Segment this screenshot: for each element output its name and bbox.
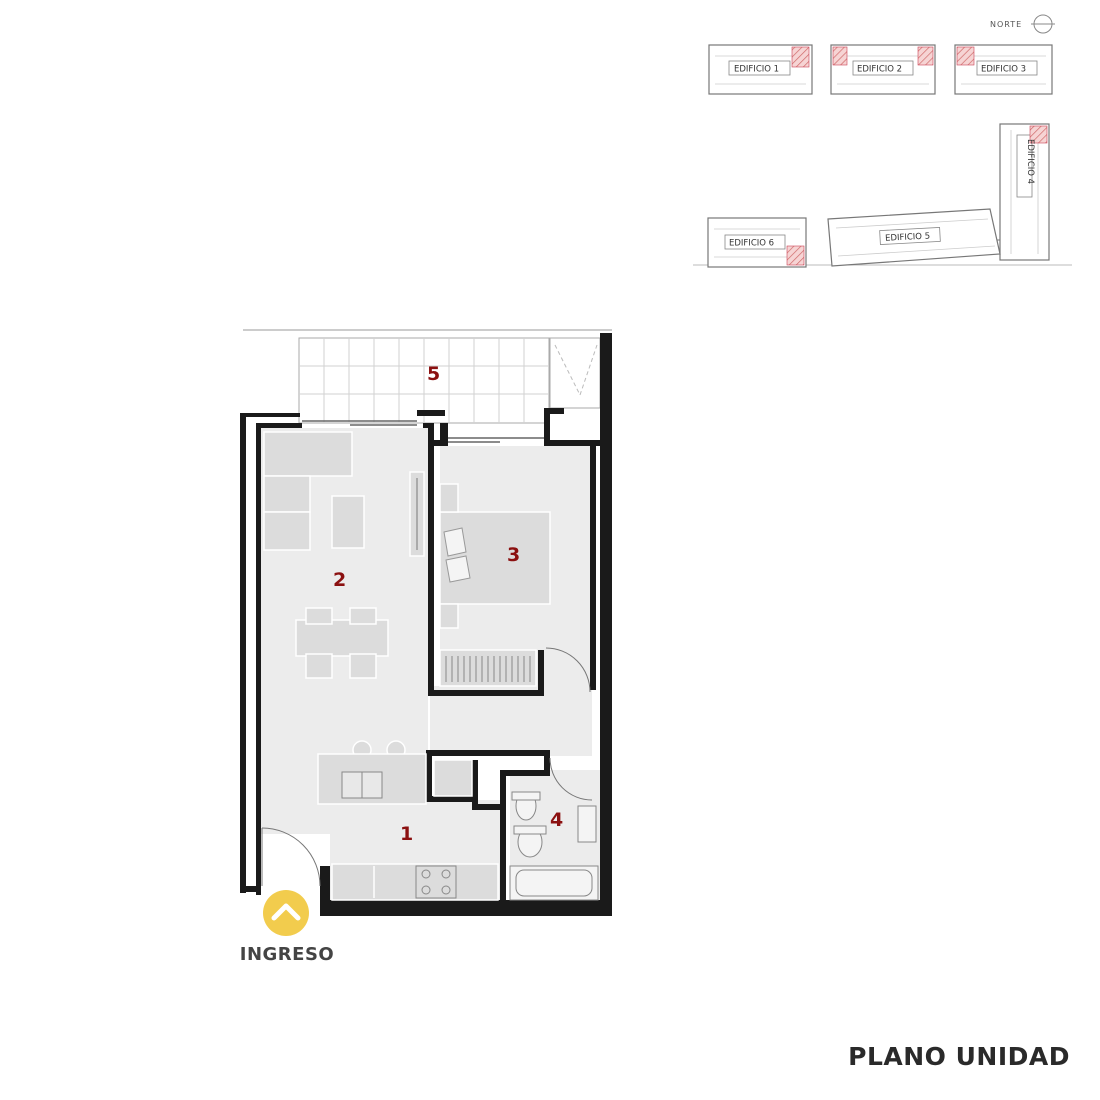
- dining-table: [295, 619, 389, 657]
- hallway-floor: [430, 686, 592, 756]
- bathroom-fixtures: [509, 791, 599, 901]
- plan-title: PLANO UNIDAD: [848, 1042, 1070, 1071]
- building-2-unit-highlight-b: [917, 46, 934, 66]
- room-number-3: 3: [507, 544, 520, 566]
- entrance-door: [261, 827, 321, 887]
- north-label: NORTE: [990, 20, 1022, 29]
- building-1-label: EDIFICIO 1: [734, 65, 779, 75]
- washbasin: [577, 805, 597, 843]
- bedroom-furniture: [439, 483, 551, 687]
- building-6-label: EDIFICIO 6: [729, 239, 774, 249]
- building-1-unit-highlight: [791, 46, 810, 68]
- bathroom-door: [549, 757, 593, 801]
- coffee-table: [331, 495, 365, 549]
- site-key-plan: NORTE EDIFICIO 1 EDIFICIO 2: [693, 14, 1072, 268]
- building-edificio-3: EDIFICIO 3: [954, 44, 1053, 95]
- unit-floor-plan: 1 2 3 4 5: [240, 329, 612, 936]
- building-edificio-4: EDIFICIO 4: [999, 123, 1050, 261]
- kitchen-furniture: [317, 740, 499, 901]
- room-number-5: 5: [427, 363, 440, 385]
- building-2-unit-highlight-a: [832, 46, 848, 66]
- stove: [415, 865, 457, 899]
- building-edificio-1: EDIFICIO 1: [708, 44, 813, 95]
- fridge: [433, 759, 473, 797]
- kitchen-counter: [331, 863, 499, 901]
- building-3-label: EDIFICIO 3: [981, 65, 1026, 75]
- entrance-marker: [263, 890, 309, 936]
- room-number-1: 1: [400, 823, 413, 845]
- balcony-area: [298, 337, 601, 424]
- room-number-4: 4: [550, 809, 563, 831]
- building-4-label: EDIFICIO 4: [1025, 139, 1035, 184]
- entrance-label: INGRESO: [239, 944, 335, 965]
- bedroom-door: [545, 647, 591, 693]
- building-edificio-2: EDIFICIO 2: [830, 44, 936, 95]
- building-2-label: EDIFICIO 2: [857, 65, 902, 75]
- building-5-label: EDIFICIO 5: [885, 231, 931, 243]
- building-edificio-5: EDIFICIO 5: [827, 208, 1001, 267]
- building-4-unit-highlight: [1029, 125, 1048, 144]
- sliding-doors: [302, 420, 544, 443]
- chevron-up-icon: [271, 903, 301, 921]
- building-edificio-6: EDIFICIO 6: [707, 217, 807, 268]
- sofa: [263, 431, 353, 477]
- north-indicator: NORTE: [990, 14, 1055, 34]
- north-arrow-icon: [1031, 14, 1055, 34]
- walls: [240, 333, 612, 916]
- building-6-unit-highlight: [786, 245, 805, 266]
- living-room-furniture: [263, 431, 425, 679]
- room-number-2: 2: [333, 569, 346, 591]
- building-3-unit-highlight: [956, 46, 975, 66]
